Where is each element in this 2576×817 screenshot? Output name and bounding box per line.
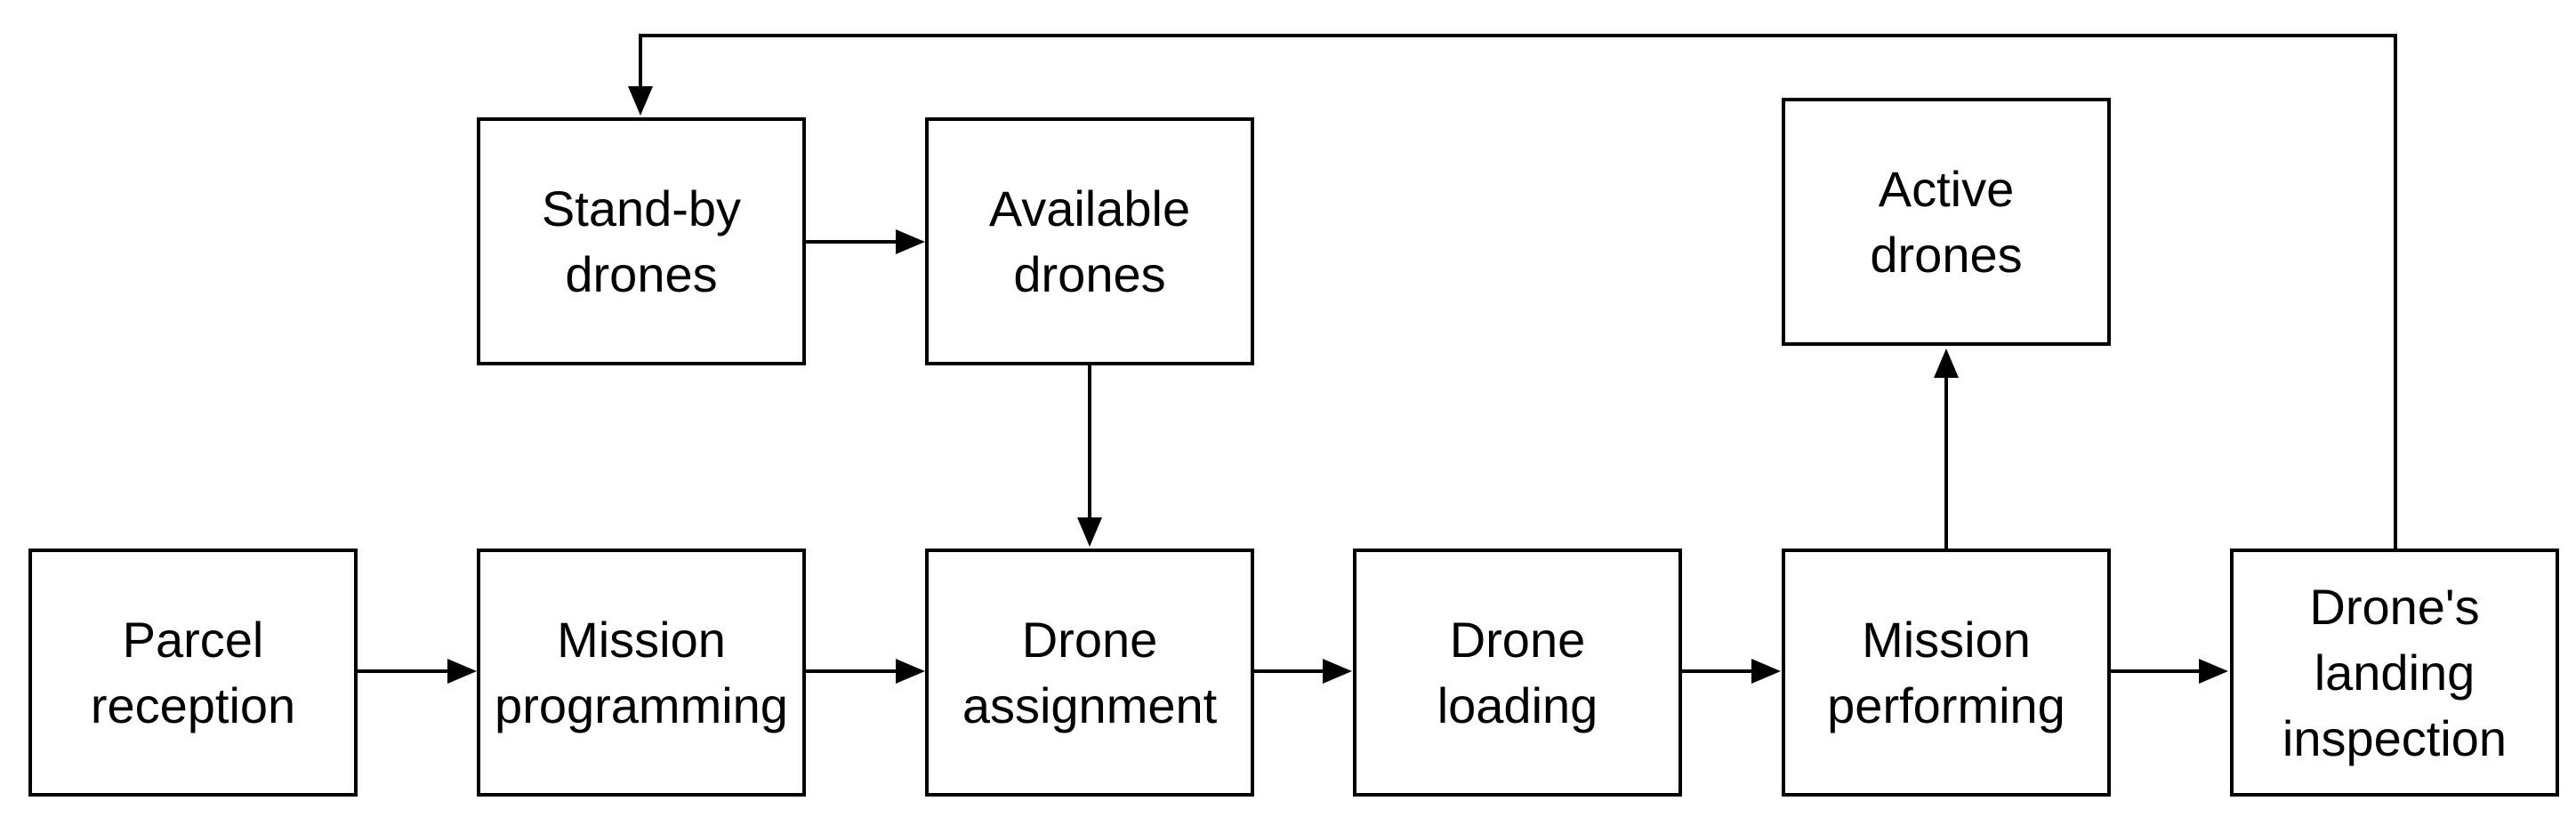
node-standby-drones: Stand-by drones <box>477 117 806 365</box>
node-drone-loading: Drone loading <box>1353 549 1682 797</box>
node-mission-performing: Mission performing <box>1782 549 2111 797</box>
edge-standby-to-available-drones <box>806 229 925 254</box>
node-active-drones: Active drones <box>1782 98 2111 346</box>
node-drone-assignment: Drone assignment <box>925 549 1254 797</box>
edge-mission-performing-to-active-drones <box>1934 348 1959 549</box>
node-drone-assignment-label: Drone assignment <box>962 611 1218 733</box>
node-drone-loading-label: Drone loading <box>1437 611 1598 733</box>
edge-available-drones-to-drone-assignment <box>1077 364 1102 547</box>
edge-drone-loading-to-mission-performing <box>1682 659 1781 684</box>
node-mission-programming-label: Mission programming <box>495 611 788 733</box>
edge-mission-performing-to-landing-inspection <box>2111 659 2228 684</box>
node-landing-inspection: Drone's landing inspection <box>2230 549 2559 797</box>
edge-mission-programming-to-drone-assignment <box>806 659 925 684</box>
edge-parcel-reception-to-mission-programming <box>356 659 477 684</box>
node-available-drones-label: Available drones <box>988 180 1191 302</box>
node-parcel-reception: Parcel reception <box>28 549 358 797</box>
node-standby-drones-label: Stand-by drones <box>541 180 742 302</box>
node-mission-programming: Mission programming <box>477 549 806 797</box>
node-landing-inspection-label: Drone's landing inspection <box>2282 578 2508 766</box>
node-available-drones: Available drones <box>925 117 1254 365</box>
node-active-drones-label: Active drones <box>1870 160 2023 283</box>
node-parcel-reception-label: Parcel reception <box>90 611 296 733</box>
node-mission-performing-label: Mission performing <box>1827 611 2065 733</box>
edge-drone-assignment-to-drone-loading <box>1254 659 1352 684</box>
edge-landing-inspection-to-standby-drones <box>628 34 2397 549</box>
